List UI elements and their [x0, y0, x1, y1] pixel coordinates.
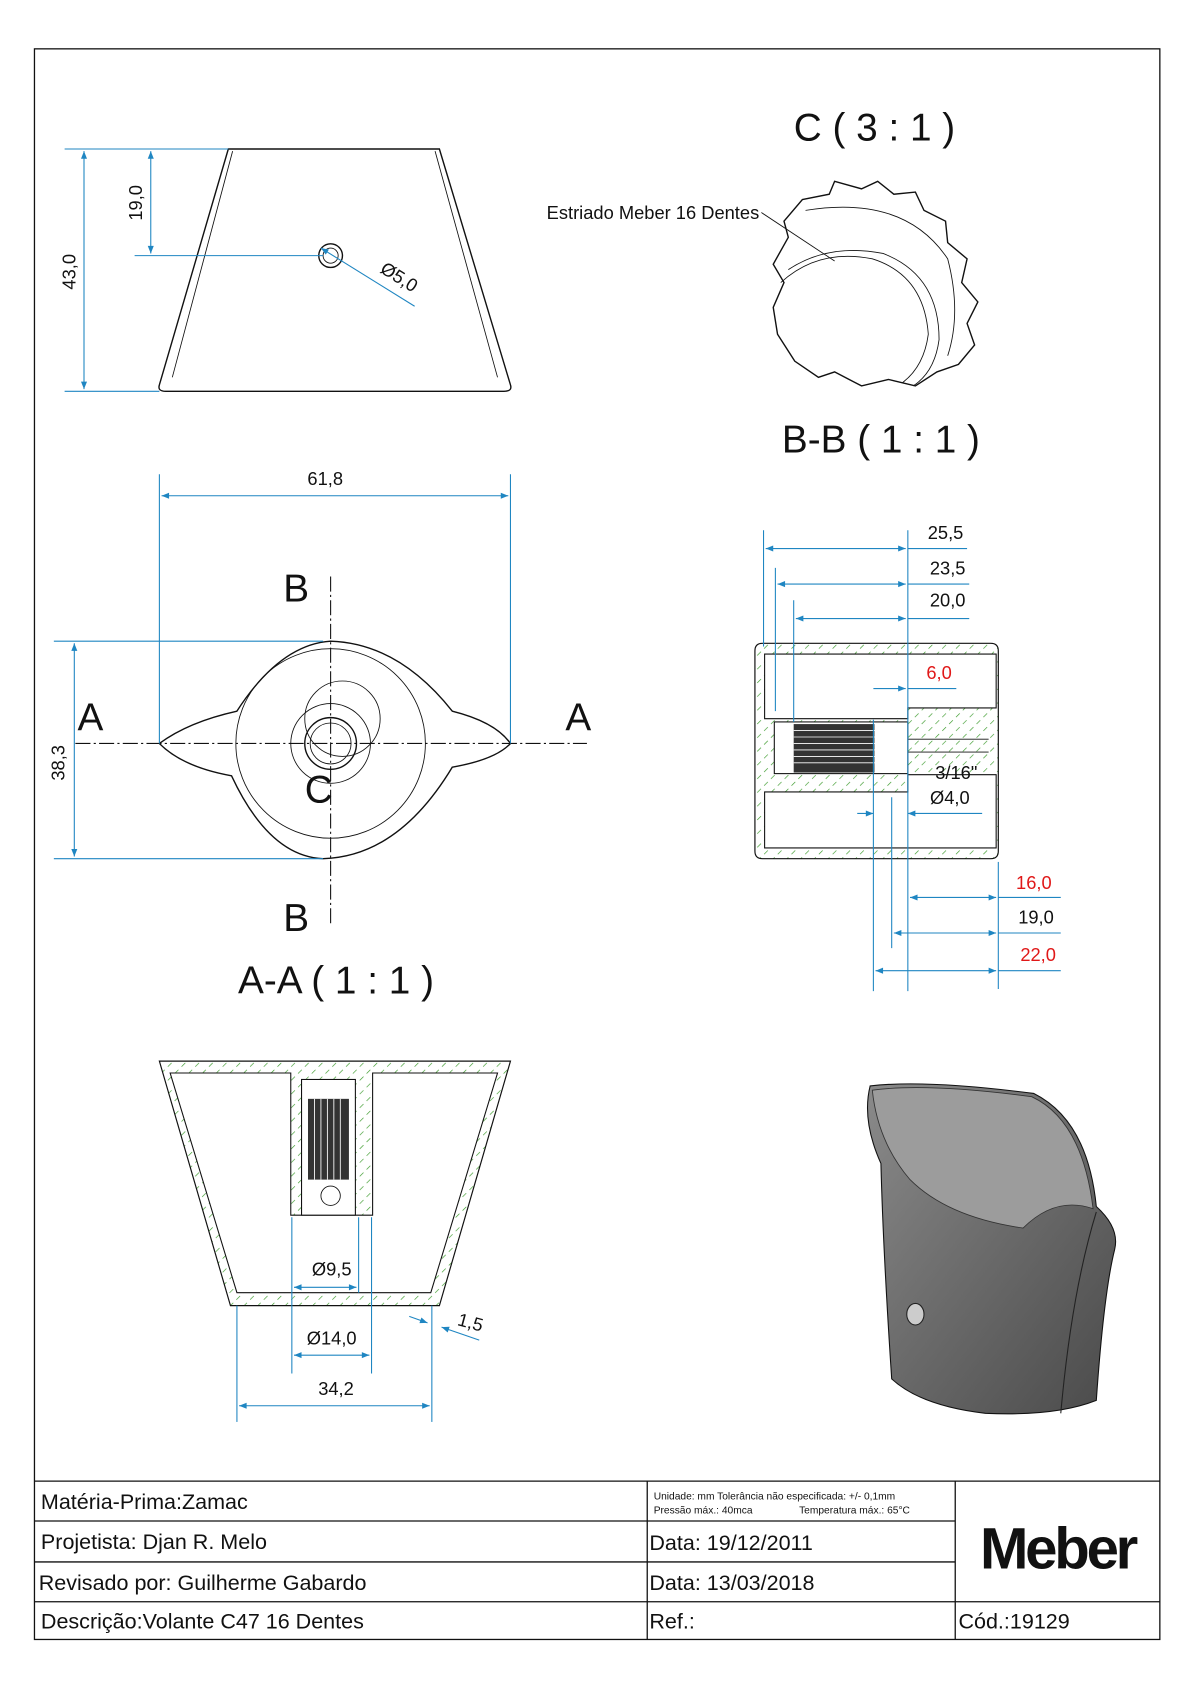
section-label-a-left: A: [78, 697, 104, 740]
drawing-frame: [33, 48, 1161, 1641]
section-label-b-top: B: [283, 567, 309, 610]
top-view: 61,8 38,3 B B A A C A-A ( 1 : 1 ): [48, 468, 592, 1002]
dim-16-0: 16,0: [1016, 872, 1052, 893]
dim-width: 61,8: [307, 468, 343, 489]
section-label-b-bottom: B: [283, 897, 309, 940]
date-revised: Data: 13/03/2018: [649, 1571, 814, 1595]
dim-6-0: 6,0: [926, 662, 951, 683]
dim-19-0: 19,0: [1018, 906, 1054, 927]
designer-field: Projetista: Djan R. Melo: [41, 1530, 267, 1554]
detail-c-title: C ( 3 : 1 ): [794, 106, 956, 149]
dim-hole-depth: 19,0: [125, 185, 146, 221]
meber-logo: Meber: [980, 1516, 1138, 1581]
section-label-a-right: A: [565, 697, 591, 740]
front-view: 43,0 19,0 Ø5,0: [58, 148, 512, 393]
dim-dia-14-0: Ø14,0: [307, 1327, 357, 1348]
dim-hole-dia: Ø5,0: [377, 257, 422, 296]
section-bb-view: 25,5 23,5 20,0 6,0 3/16" Ø4,0 16,0 19,0 …: [754, 522, 1061, 992]
dim-height: 43,0: [58, 254, 79, 290]
code-field: Cód.:19129: [958, 1610, 1069, 1634]
section-aa-view: Ø9,5 Ø14,0 34,2 1,5: [158, 1060, 512, 1422]
ref-field: Ref.:: [649, 1610, 694, 1634]
dim-25-5: 25,5: [928, 522, 964, 543]
title-block: Matéria-Prima:Zamac Projetista: Djan R. …: [34, 1480, 1160, 1640]
date-created: Data: 19/12/2011: [649, 1531, 812, 1555]
dim-thread: 3/16": [935, 762, 977, 783]
section-aa-title: A-A ( 1 : 1 ): [238, 959, 434, 1002]
dim-23-5: 23,5: [930, 557, 966, 578]
description-field: Descrição:Volante C47 16 Dentes: [41, 1610, 364, 1634]
dim-22-0: 22,0: [1020, 944, 1056, 965]
material-field: Matéria-Prima:Zamac: [41, 1490, 248, 1514]
detail-c-note: Estriado Meber 16 Dentes: [547, 202, 760, 223]
dim-wall-1-5: 1,5: [456, 1309, 486, 1336]
dim-20-0: 20,0: [930, 590, 966, 611]
reviewer-field: Revisado por: Guilherme Gabardo: [39, 1571, 367, 1595]
dim-34-2: 34,2: [318, 1378, 354, 1399]
dim-depth: 38,3: [48, 745, 69, 781]
section-bb-title: B-B ( 1 : 1 ): [782, 419, 980, 462]
detail-c-view: C ( 3 : 1 ) Estriado Meber 16 Dentes B-B…: [547, 106, 980, 461]
dim-hole-4: Ø4,0: [930, 787, 970, 808]
isometric-render: [866, 1083, 1117, 1415]
notes-line-1: Unidade: mm Tolerância não especificada:…: [654, 1491, 896, 1502]
detail-label-c: C: [305, 769, 333, 812]
dim-dia-9-5: Ø9,5: [312, 1258, 352, 1279]
